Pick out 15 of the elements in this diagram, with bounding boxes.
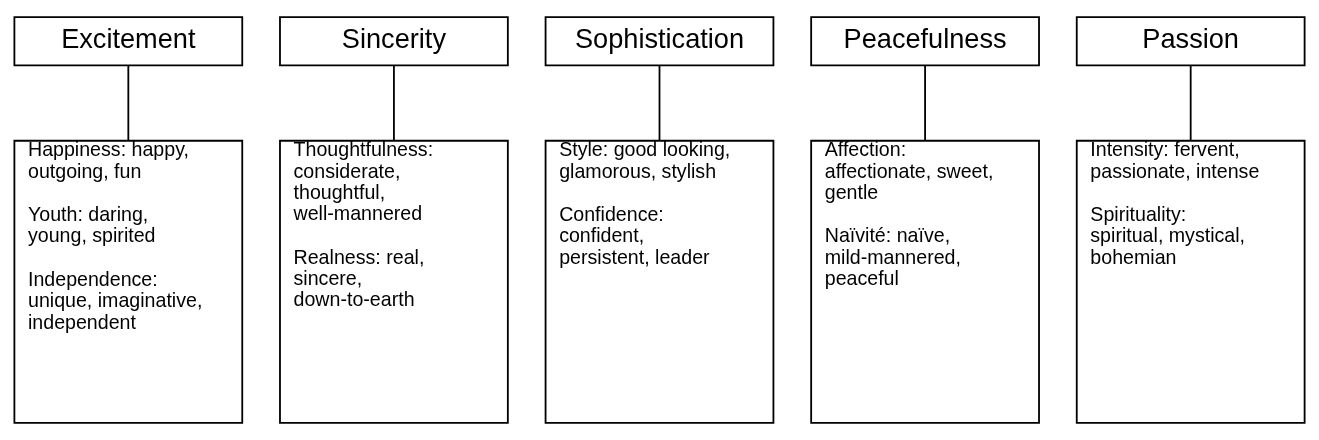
connector — [127, 64, 130, 142]
connector — [924, 64, 926, 142]
node-box: Happiness: happy, outgoing, fun Youth: daring, young, spirited Independence: unique, imaginative, independent — [13, 139, 244, 424]
connector — [1189, 64, 1192, 142]
node-box: Sincerity — [279, 16, 509, 67]
node-box: Thoughtfulness: considerate, thoughtful, well-mannered Realness: real, sincere, down-to-earth — [279, 139, 509, 424]
connector — [658, 64, 661, 142]
node-box: Affection: affectionate, sweet, gentle Naïvité: naïve, mild-mannered, peaceful — [810, 139, 1040, 424]
connector — [393, 64, 395, 142]
node-box: Passion — [1075, 16, 1306, 67]
node-box: Style: good looking, glamorous, stylish Confidence: confident, persistent, leader — [544, 139, 775, 424]
node-box: Sophistication — [544, 16, 775, 67]
node-box: Peacefulness — [810, 16, 1040, 67]
node-box: Excitement — [13, 16, 244, 67]
node-box: Intensity: fervent, passionate, intense Spirituality: spiritual, mystical, bohemian — [1075, 139, 1306, 424]
